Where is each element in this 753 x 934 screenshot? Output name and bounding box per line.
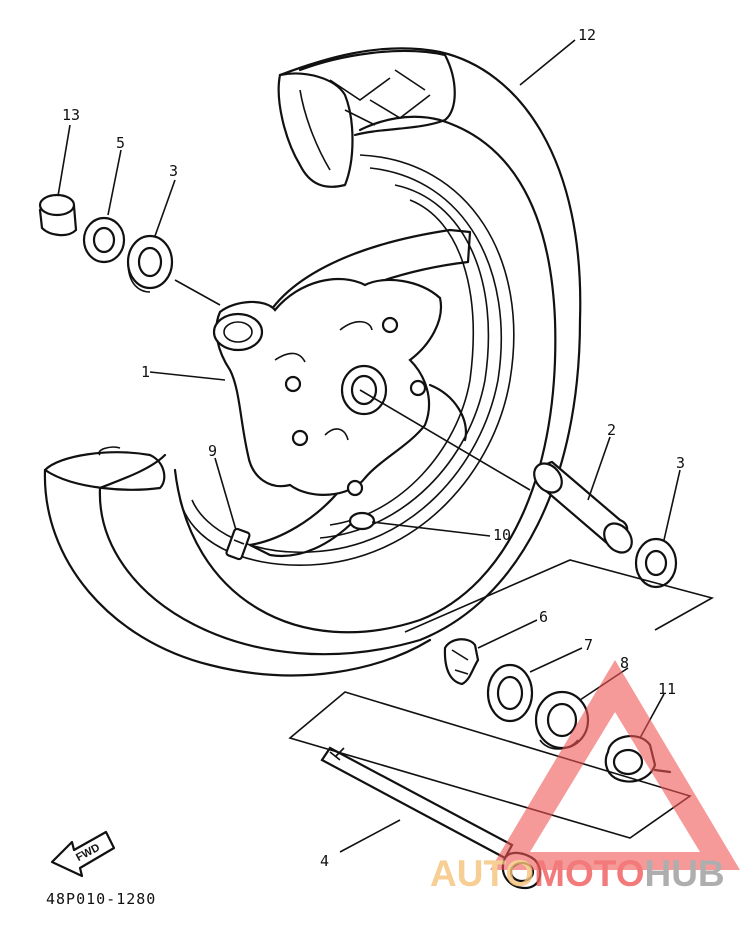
- part-3-bearing-right: [634, 537, 678, 589]
- part-5-clutch: [443, 638, 480, 686]
- forward-arrow-label: FWD: [74, 842, 102, 864]
- callout-3-left: 3: [169, 162, 178, 180]
- part-6-oil-seal: [486, 663, 534, 723]
- callout-9: 9: [208, 442, 217, 460]
- callout-4: 5: [116, 134, 125, 152]
- diagram-code: 48P010-1280: [46, 890, 156, 908]
- part-13-collar: [38, 193, 78, 237]
- callout-5: 6: [539, 608, 548, 626]
- watermark-text: AUTOMOTOHUB: [430, 853, 725, 894]
- watermark: AUTOMOTOHUB: [430, 660, 740, 894]
- callout-2: 2: [607, 421, 616, 439]
- callout-3-right: 3: [676, 454, 685, 472]
- tire: [43, 47, 582, 677]
- assembly-group-box-upper: [404, 559, 715, 633]
- part-3-bearing-left: [126, 234, 174, 293]
- callout-7: 8: [620, 654, 629, 672]
- watermark-hub: HUB: [644, 853, 724, 894]
- part-4-oil-seal: [82, 216, 126, 264]
- forward-arrow: FWD: [50, 830, 116, 878]
- part-10-balance-weight: [348, 511, 376, 531]
- wheel-hub: [212, 277, 443, 497]
- callout-13: 13: [62, 106, 80, 124]
- callout-11: 11: [658, 680, 676, 698]
- watermark-triangle-logo: [490, 660, 740, 870]
- callout-10: 10: [493, 526, 511, 544]
- callout-8: 12: [578, 26, 596, 44]
- callout-12: 4: [320, 852, 329, 870]
- part-2-spacer: [533, 460, 633, 554]
- callout-1: 1: [141, 363, 150, 381]
- watermark-auto: AUTO: [430, 853, 534, 894]
- callout-labels: 12 13 5 3 1 9 2 3 10 6 7 8 11 4: [62, 26, 685, 870]
- callout-6: 7: [584, 636, 593, 654]
- watermark-moto: MOTO: [534, 853, 644, 894]
- part-9-valve: [225, 527, 251, 561]
